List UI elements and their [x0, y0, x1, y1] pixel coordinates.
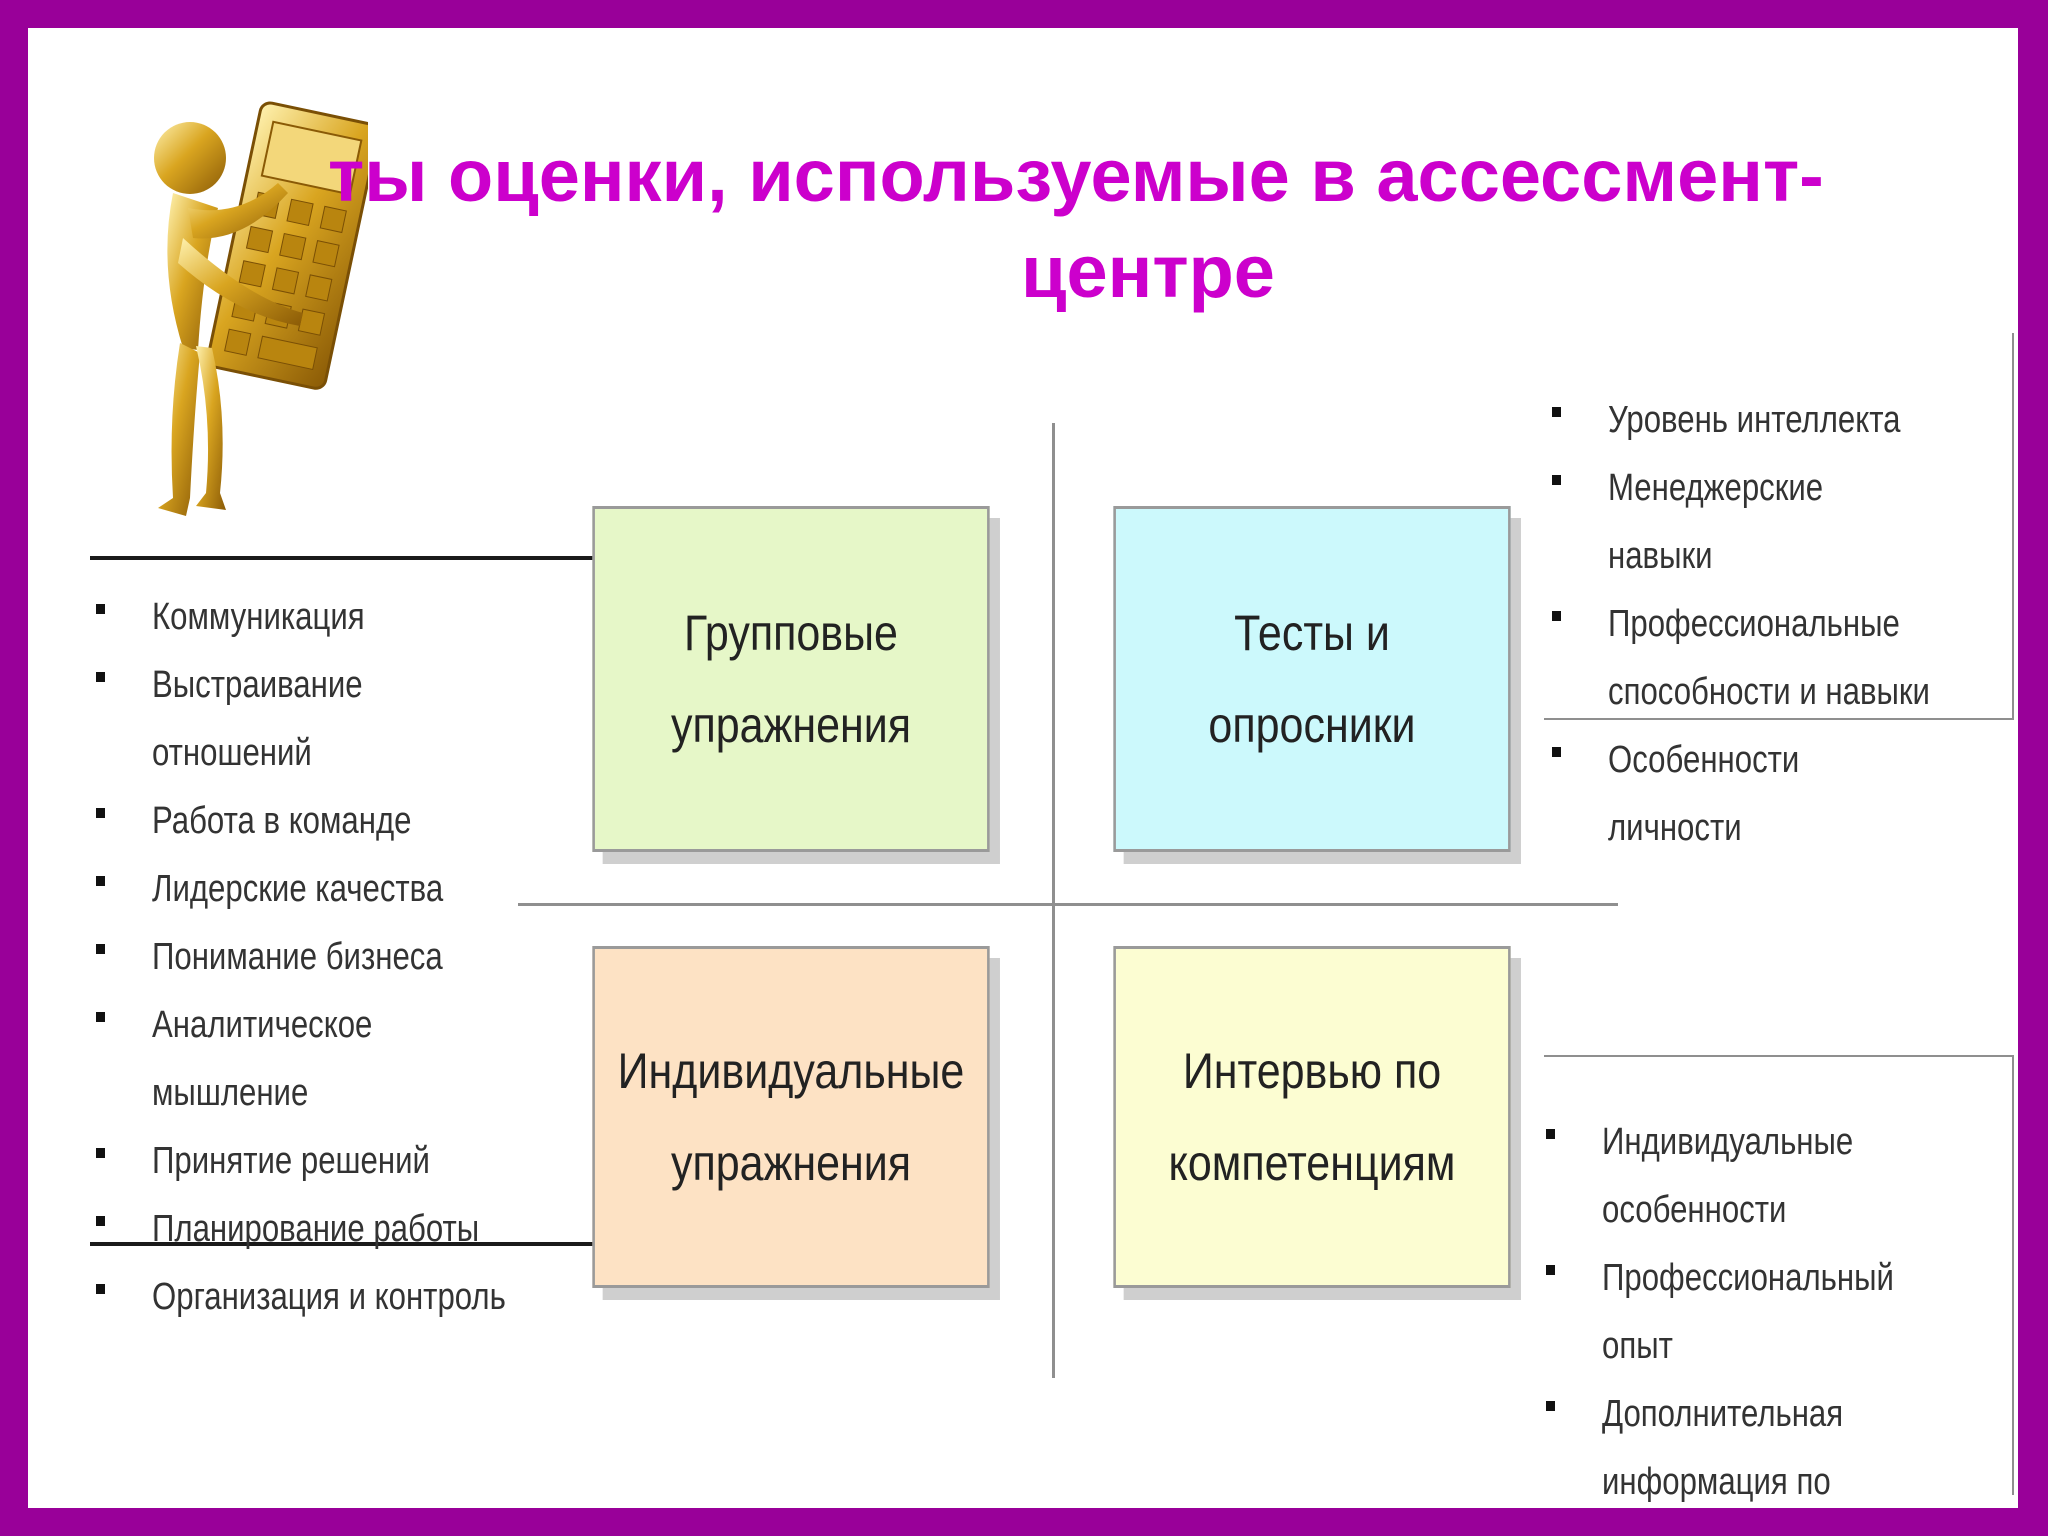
list-item: Понимание бизнеса [90, 923, 610, 991]
title-line-2: центре [1021, 230, 1275, 313]
tests-box: Тесты и опросники [1113, 506, 1511, 852]
list-item: Планирование работы [90, 1195, 610, 1263]
left-list-top-line [90, 556, 594, 560]
list-item: Выстраивание отношений [90, 651, 610, 787]
individual-exercises-box: Индивидуальные упражнения [592, 946, 990, 1288]
interview-list-top-line [1544, 1055, 2014, 1057]
group-exercises-line-2: упражнения [670, 697, 912, 753]
tests-line-1: Тесты и [1234, 605, 1390, 661]
group-competencies-list: Коммуникация Выстраивание отношений Рабо… [90, 583, 610, 1331]
interview-line-1: Интервью по [1182, 1043, 1442, 1099]
slide-title: ты оценки, используемые в ассессмент- це… [298, 128, 1998, 320]
vertical-axis-line [1052, 423, 1055, 1378]
interview-line-2: компетенциям [1168, 1135, 1456, 1191]
list-item: Особенности личности [1546, 726, 2006, 862]
individual-exercises-line-2: упражнения [670, 1135, 912, 1191]
list-item: Менеджерские навыки [1546, 454, 2006, 590]
list-item: Организация и контроль [90, 1263, 610, 1331]
list-item: Аналитическое мышление [90, 991, 610, 1127]
slide: ты оценки, используемые в ассессмент- це… [28, 28, 2018, 1508]
interview-competencies-list: Индивидуальные особенности Профессиональ… [1540, 1108, 2010, 1508]
tests-list-bottom-line [1544, 718, 2014, 720]
list-item: Профессиональный опыт [1540, 1244, 2010, 1380]
individual-exercises-line-1: Индивидуальные [617, 1043, 965, 1099]
golden-figure-with-calculator-icon [154, 101, 368, 516]
group-exercises-box: Групповые упражнения [592, 506, 990, 852]
horizontal-axis-line [518, 903, 1618, 906]
list-item: Дополнительная информация по компетенция… [1540, 1380, 2010, 1508]
list-item: Принятие решений [90, 1127, 610, 1195]
group-exercises-line-1: Групповые [684, 605, 898, 661]
list-item: Уровень интеллекта [1546, 386, 2006, 454]
list-item: Индивидуальные особенности [1540, 1108, 2010, 1244]
interview-box: Интервью по компетенциям [1113, 946, 1511, 1288]
list-item: Работа в команде [90, 787, 610, 855]
tests-list-right-line [2012, 333, 2014, 720]
list-item: Коммуникация [90, 583, 610, 651]
title-line-1: ты оценки, используемые в ассессмент- [328, 134, 1824, 217]
tests-line-2: опросники [1208, 697, 1416, 753]
interview-list-right-line [2012, 1055, 2014, 1495]
list-item: Профессиональные способности и навыки [1546, 590, 2006, 726]
left-list-bottom-line [90, 1242, 594, 1246]
tests-competencies-list: Уровень интеллекта Менеджерские навыки П… [1546, 386, 2006, 862]
list-item: Лидерские качества [90, 855, 610, 923]
